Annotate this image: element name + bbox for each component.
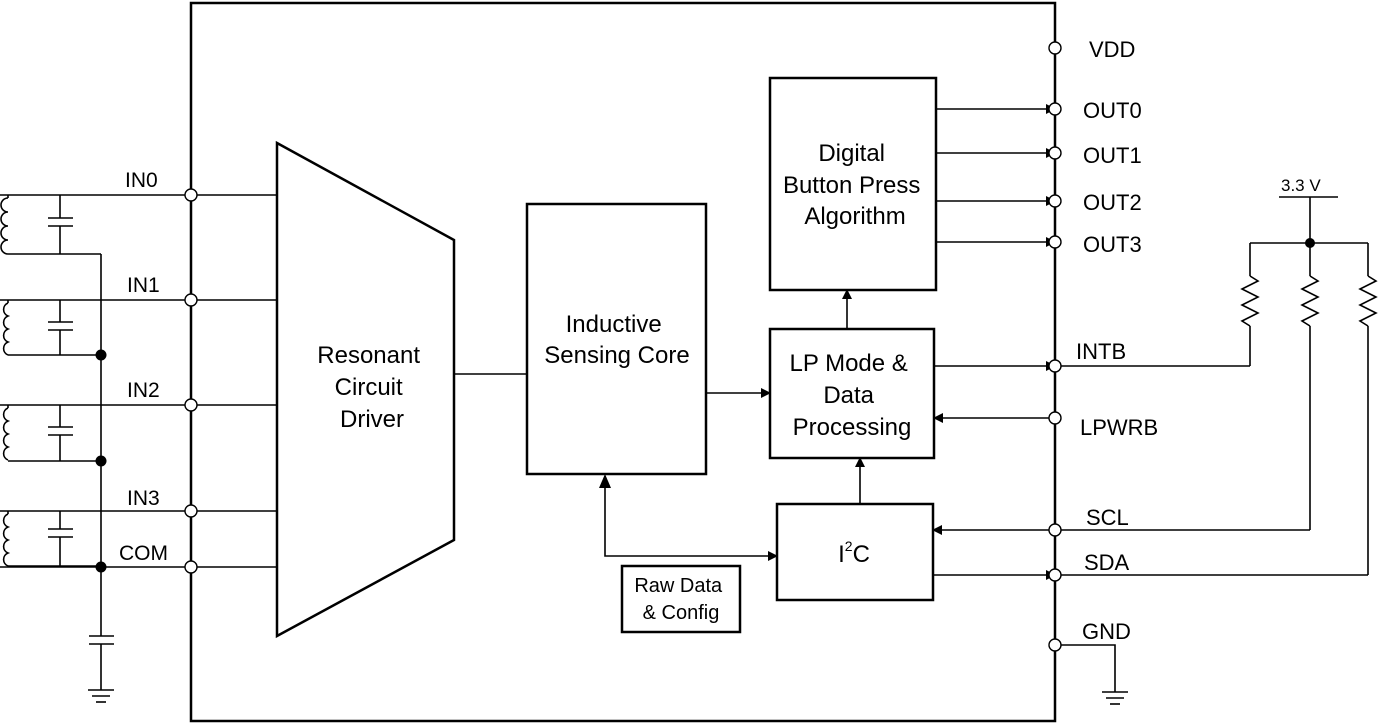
dbp-label-1: Digital — [818, 140, 885, 167]
pin-label-out3: OUT3 — [1083, 232, 1142, 257]
inductive-sensing-core-block: Inductive Sensing Core — [525, 202, 708, 476]
driver-label-2: Circuit — [335, 374, 403, 401]
input-pins: IN0 IN1 IN2 IN3 COM — [119, 169, 277, 574]
pin-sda — [1048, 568, 1062, 582]
raw-data-config-block: Raw Data & Config — [620, 564, 742, 634]
lc-sensor-1 — [2, 300, 101, 356]
resistor-icon — [1358, 243, 1378, 575]
ground-icon — [1102, 691, 1128, 705]
raw-label-2: & Config — [643, 602, 720, 624]
pin-label-in0: IN0 — [125, 169, 158, 192]
lp-mode-data-processing-block: LP Mode & Data Processing — [768, 327, 936, 460]
svg-text:Inductive Sensing Core: Inductive Sensing Core — [544, 311, 689, 369]
dbp-label-2: Button Press — [783, 172, 920, 199]
pin-out3 — [1048, 235, 1062, 249]
i2c-label-sup: 2 — [845, 538, 853, 554]
pin-label-scl: SCL — [1086, 505, 1129, 530]
pin-scl — [1048, 523, 1062, 537]
core-label-1: Inductive — [566, 311, 662, 338]
svg-text:Digital Button Press: Digital Button Press Algorithm — [783, 140, 927, 230]
pin-label-out1: OUT1 — [1083, 143, 1142, 168]
svg-text:LP Mode & Data Pro: LP Mode & Data Processing — [790, 350, 915, 441]
lc-sensor-2 — [2, 405, 101, 462]
output-pins: VDD OUT0 OUT1 OUT2 OUT3 INTB LPWRB SCL S… — [1048, 37, 1158, 652]
ground-icon — [88, 689, 114, 703]
resistor-icon — [1300, 243, 1320, 530]
i2c-label-main: I — [838, 541, 845, 568]
pin-label-lpwrb: LPWRB — [1080, 415, 1158, 440]
pullup-network: 3.3 V — [1061, 176, 1378, 576]
pin-in1 — [184, 293, 198, 307]
core-label-2: Sensing Core — [544, 342, 689, 369]
lp-label-1: LP Mode & — [790, 350, 908, 377]
pin-label-in1: IN1 — [127, 274, 160, 297]
external-sensors — [0, 194, 191, 703]
i2c-label-tail: C — [853, 541, 870, 568]
dbp-label-3: Algorithm — [804, 203, 905, 230]
pin-label-in3: IN3 — [127, 487, 160, 510]
junction-dot — [95, 561, 107, 573]
lp-label-2: Data — [823, 382, 874, 409]
pin-label-gnd: GND — [1082, 619, 1131, 644]
pin-out2 — [1048, 194, 1062, 208]
pin-label-sda: SDA — [1084, 550, 1130, 575]
pin-gnd — [1048, 638, 1062, 652]
lc-sensor-3 — [2, 511, 101, 567]
svg-text:I2C: I2C — [838, 538, 870, 568]
lc-sensor-0 — [0, 195, 101, 255]
pin-label-vdd: VDD — [1089, 37, 1135, 62]
svg-text:Raw Data & Config: Raw Data & Config — [634, 575, 727, 624]
junction-dot — [95, 455, 107, 467]
driver-label-1: Resonant — [317, 342, 420, 369]
driver-label-3: Driver — [340, 406, 404, 433]
pin-label-out0: OUT0 — [1083, 98, 1142, 123]
resonant-circuit-driver-block: Resonant Circuit Driver — [275, 140, 456, 639]
pin-in2 — [184, 398, 198, 412]
lp-label-3: Processing — [793, 414, 912, 441]
pin-intb — [1048, 359, 1062, 373]
digital-button-press-block: Digital Button Press Algorithm — [768, 76, 938, 292]
pin-in0 — [184, 188, 198, 202]
raw-label-1: Raw Data — [634, 575, 723, 597]
resistor-icon — [1240, 243, 1260, 366]
pin-in3 — [184, 504, 198, 518]
pin-out0 — [1048, 102, 1062, 116]
pin-vdd — [1048, 41, 1062, 55]
pin-label-intb: INTB — [1076, 339, 1126, 364]
pin-label-com: COM — [119, 542, 168, 565]
pin-label-in2: IN2 — [127, 379, 160, 402]
supply-label: 3.3 V — [1281, 176, 1321, 195]
svg-text:Resonant Circuit D: Resonant Circuit Driver — [317, 342, 426, 433]
pin-out1 — [1048, 146, 1062, 160]
i2c-block: I2C — [775, 502, 935, 602]
pin-lpwrb — [1048, 411, 1062, 425]
pin-com — [184, 560, 198, 574]
pin-label-out2: OUT2 — [1083, 190, 1142, 215]
gnd-connection — [1061, 644, 1128, 705]
junction-dot — [95, 349, 107, 361]
